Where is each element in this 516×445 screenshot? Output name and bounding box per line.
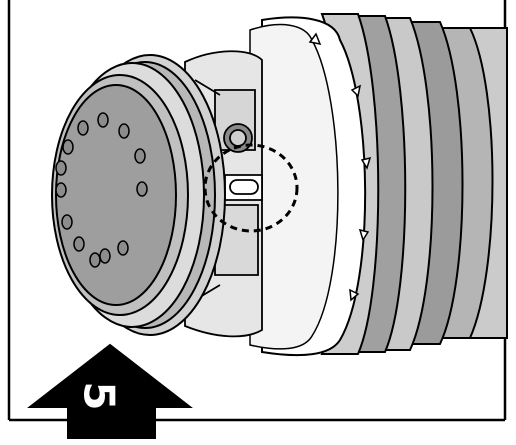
step-number: 5 xyxy=(75,381,124,410)
callout-circle xyxy=(203,143,299,233)
front-face xyxy=(51,74,189,316)
up-arrow-icon: 5 xyxy=(27,343,193,439)
white-sleeve xyxy=(249,16,372,357)
vent-holes xyxy=(55,112,148,268)
